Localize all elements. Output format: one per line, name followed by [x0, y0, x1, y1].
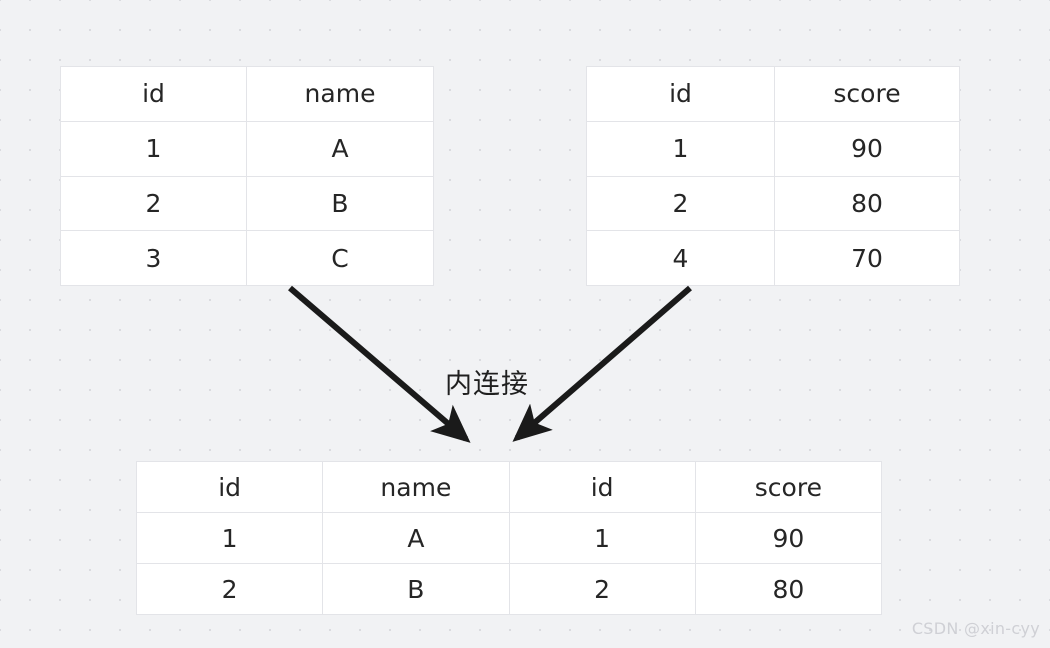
cell-score: 80 [694, 563, 883, 615]
table-row: 2 B [60, 175, 434, 232]
table-row: 2 B 2 80 [135, 563, 883, 615]
cell-id-right: 2 [508, 563, 696, 615]
column-header-id-right: id [508, 461, 696, 513]
cell-id: 1 [586, 120, 775, 177]
table-row: 3 C [60, 230, 434, 286]
cell-id: 3 [60, 230, 247, 286]
table-row: 1 A 1 90 [135, 512, 883, 564]
cell-id: 4 [586, 230, 775, 286]
table-header-row: id name id score [135, 461, 883, 513]
cell-score: 80 [774, 175, 960, 232]
column-header-id-left: id [135, 461, 324, 513]
cell-id: 2 [60, 175, 247, 232]
column-header-id: id [586, 66, 775, 122]
column-header-score: score [694, 461, 883, 513]
table-row: 4 70 [586, 230, 960, 286]
column-header-name: name [322, 461, 510, 513]
cell-name: B [322, 563, 510, 615]
cell-name: A [322, 512, 510, 564]
cell-score: 90 [694, 512, 883, 564]
cell-name: A [246, 120, 434, 177]
table-header-row: id name [60, 66, 434, 122]
csdn-watermark: CSDN @xin-cyy [911, 619, 1040, 638]
column-header-name: name [246, 66, 434, 122]
join-type-label: 内连接 [445, 369, 529, 400]
students-table: id name 1 A 2 B 3 C [60, 66, 434, 286]
column-header-id: id [60, 66, 247, 122]
cell-id: 2 [586, 175, 775, 232]
cell-id: 1 [60, 120, 247, 177]
cell-score: 90 [774, 120, 960, 177]
table-row: 1 A [60, 120, 434, 177]
inner-join-result-table: id name id score 1 A 1 90 2 B 2 80 [135, 461, 883, 615]
table-header-row: id score [586, 66, 960, 122]
cell-id-left: 1 [135, 512, 324, 564]
cell-id-left: 2 [135, 563, 324, 615]
column-header-score: score [774, 66, 960, 122]
cell-name: C [246, 230, 434, 286]
table-row: 1 90 [586, 120, 960, 177]
cell-name: B [246, 175, 434, 232]
cell-id-right: 1 [508, 512, 696, 564]
scores-table: id score 1 90 2 80 4 70 [586, 66, 960, 286]
cell-score: 70 [774, 230, 960, 286]
table-row: 2 80 [586, 175, 960, 232]
